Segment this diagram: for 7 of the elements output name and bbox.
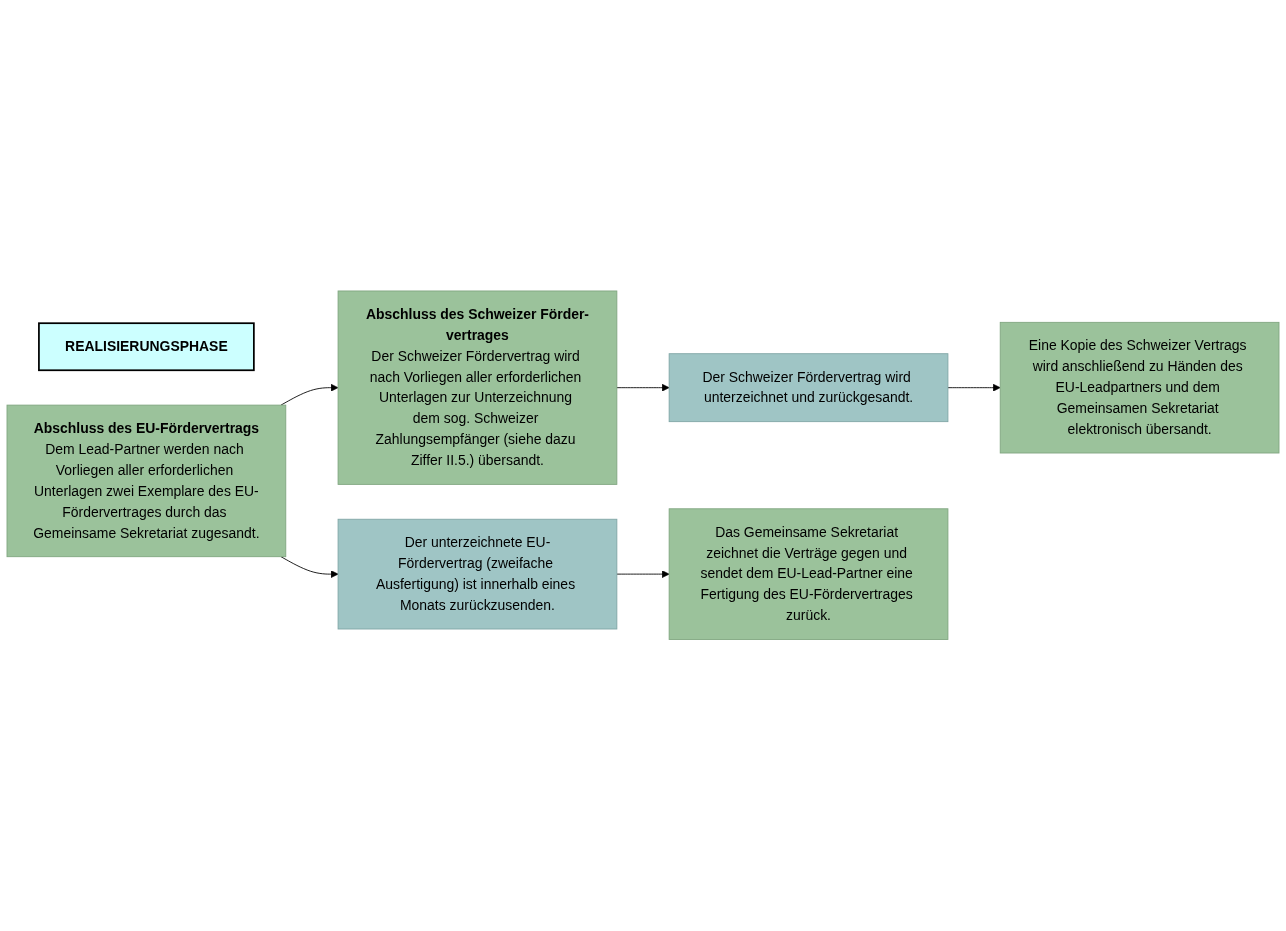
node-box: Der unterzeichnete EU-Fördervertrag (zweifache Ausfertigung) ist innerhalb eines Monats zurückzusenden. xyxy=(337,519,618,630)
node-box: Abschluss des Schweizer Förder-vertrages Der Schweizer Fördervertrag wird nach Vorliegen aller erforderlichen Unterlagen zur Unterzeichnung dem sog. Schweizer Zahlungsempfänger (siehe dazu Ziffer II.5.) übersandt. xyxy=(337,290,618,486)
node-box: Eine Kopie des Schweizer Vertrags wird anschließend zu Händen des EU-Leadpartners und dem Gemeinsamen Sekretariat elektronisch übersandt. xyxy=(999,322,1280,454)
node-box: Der Schweizer Fördervertrag wird unterzeichnet und zurückgesandt. xyxy=(668,353,949,423)
node-box: Abschluss des EU-Fördervertrags Dem Lead-Partner werden nach Vorliegen aller erforderlichen Unterlagen zwei Exemplare des EU-Fördervertrages durch das Gemeinsame Sekretariat zugesandt. xyxy=(6,404,287,558)
node-box: REALISIERUNGSPHASE xyxy=(38,322,255,372)
node-box: Das Gemeinsame Sekretariat zeichnet die Verträge gegen und sendet dem EU-Lead-Partner eine Fertigung des EU-Fördervertrages zurück. xyxy=(668,508,949,641)
